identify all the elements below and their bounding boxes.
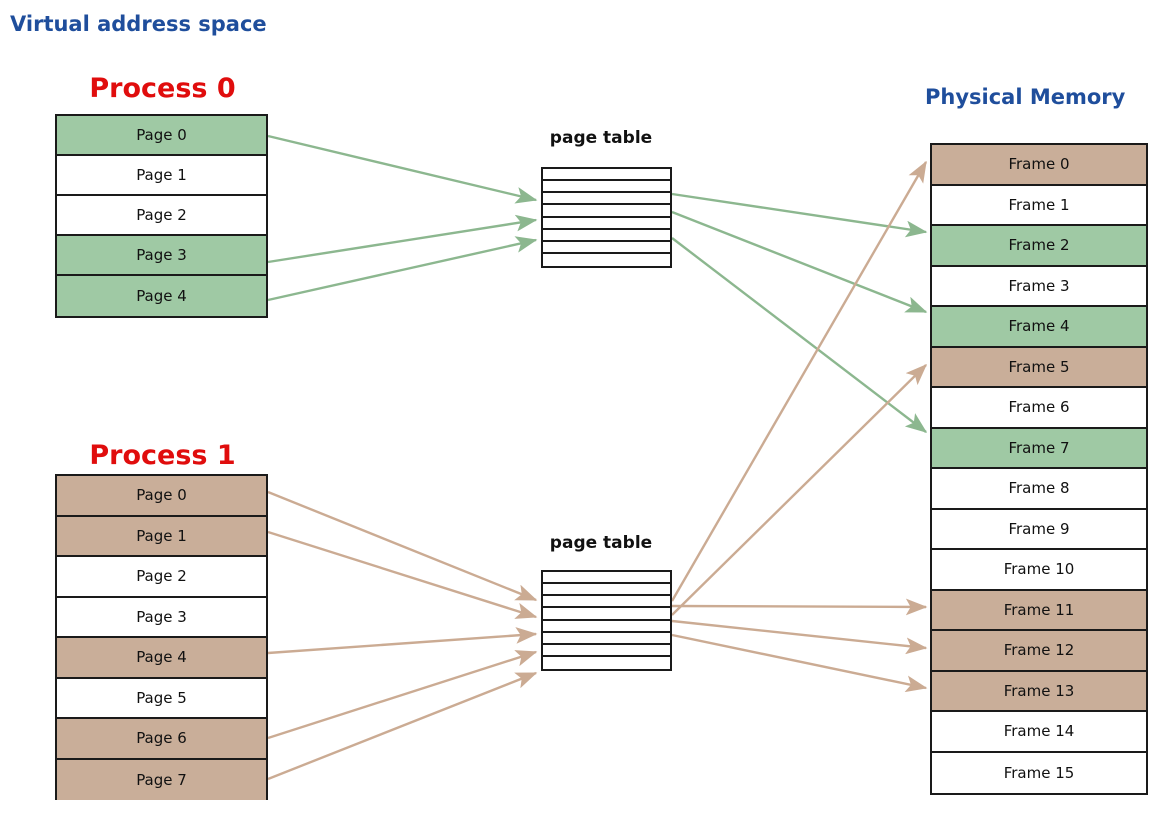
page-table-0-entry-3[interactable] <box>543 205 670 218</box>
process-0-page-row-label: Page 2 <box>136 206 187 224</box>
process-1-page-row-7[interactable]: Page 7 <box>57 759 266 800</box>
physical-frame-row-13[interactable]: Frame 13 <box>932 671 1146 712</box>
process-0-page-row-label: Page 1 <box>136 166 187 184</box>
page-table-0-entry-1[interactable] <box>543 181 670 194</box>
physical-frame-row-label: Frame 2 <box>1008 236 1070 255</box>
process-1-page-row-label: Page 2 <box>136 567 187 586</box>
physical-frame-row-label: Frame 4 <box>1008 317 1070 336</box>
physical-frame-row-label: Frame 1 <box>1008 195 1070 214</box>
page-table-1-entry-7[interactable] <box>543 656 670 669</box>
physical-frame-row-10[interactable]: Frame 10 <box>932 550 1146 591</box>
physical-memory-title: Physical Memory <box>925 85 1126 109</box>
physical-frame-row-2[interactable]: Frame 2 <box>932 226 1146 267</box>
process-0-page-row-3[interactable]: Page 3 <box>57 236 266 276</box>
physical-frame-row-label: Frame 3 <box>1008 276 1070 295</box>
arrows-pagetable1-to-frames <box>670 160 928 693</box>
arrows-process0-to-pagetable <box>267 134 538 302</box>
process-1-page-row-1[interactable]: Page 1 <box>57 516 266 557</box>
physical-frame-row-label: Frame 12 <box>1003 641 1075 660</box>
page-table-1 <box>541 570 672 671</box>
physical-frame-row-9[interactable]: Frame 9 <box>932 509 1146 550</box>
page-table-0-entry-6[interactable] <box>543 241 670 254</box>
physical-frame-row-4[interactable]: Frame 4 <box>932 307 1146 348</box>
page-table-1-entry-5[interactable] <box>543 632 670 645</box>
process-0-page-row-0[interactable]: Page 0 <box>57 116 266 156</box>
physical-frame-row-label: Frame 5 <box>1008 357 1070 376</box>
process-0-page-row-2[interactable]: Page 2 <box>57 196 266 236</box>
virtual-address-space-title: Virtual address space <box>10 12 267 36</box>
page-table-0-label: page table <box>549 128 653 148</box>
page-table-1-label: page table <box>549 533 653 553</box>
physical-frame-row-3[interactable]: Frame 3 <box>932 266 1146 307</box>
physical-memory-list: Frame 0 Frame 1 Frame 2 Frame 3 Frame 4 Frame… <box>930 143 1148 795</box>
process-1-page-row-5[interactable]: Page 5 <box>57 678 266 719</box>
process-1-page-row-label: Page 3 <box>136 607 187 626</box>
page-table-0-entry-2[interactable] <box>543 193 670 206</box>
page-table-1-entry-4[interactable] <box>543 620 670 633</box>
process-0-page-row-label: Page 0 <box>136 126 187 144</box>
arrows-process1-to-pagetable <box>267 490 538 781</box>
page-table-1-entry-1[interactable] <box>543 584 670 597</box>
page-table-1-entry-0[interactable] <box>543 572 670 585</box>
physical-frame-row-label: Frame 7 <box>1008 438 1070 457</box>
physical-frame-row-0[interactable]: Frame 0 <box>932 145 1146 186</box>
physical-frame-row-1[interactable]: Frame 1 <box>932 185 1146 226</box>
physical-frame-row-label: Frame 8 <box>1008 479 1070 498</box>
process-0-page-row-label: Page 4 <box>136 287 187 305</box>
process-1-page-row-label: Page 4 <box>136 648 187 667</box>
page-table-0-entry-0[interactable] <box>543 169 670 182</box>
physical-frame-row-12[interactable]: Frame 12 <box>932 631 1146 672</box>
physical-frame-row-label: Frame 15 <box>1003 763 1075 782</box>
process-1-page-row-2[interactable]: Page 2 <box>57 557 266 598</box>
process-0-page-row-4[interactable]: Page 4 <box>57 276 266 316</box>
physical-frame-row-11[interactable]: Frame 11 <box>932 590 1146 631</box>
arrows-pagetable0-to-frames <box>671 192 928 433</box>
process-1-page-row-label: Page 1 <box>136 526 187 545</box>
page-table-1-entry-6[interactable] <box>543 644 670 657</box>
physical-frame-row-15[interactable]: Frame 15 <box>932 752 1146 793</box>
physical-frame-row-6[interactable]: Frame 6 <box>932 388 1146 429</box>
process-0-page-row-label: Page 3 <box>136 246 187 264</box>
physical-frame-row-label: Frame 0 <box>1008 155 1070 174</box>
physical-frame-row-14[interactable]: Frame 14 <box>932 712 1146 753</box>
physical-frame-row-label: Frame 11 <box>1003 600 1075 619</box>
page-table-0-entry-5[interactable] <box>543 229 670 242</box>
process-1-page-row-label: Page 5 <box>136 688 187 707</box>
page-table-0-entry-4[interactable] <box>543 217 670 230</box>
physical-frame-row-label: Frame 13 <box>1003 681 1075 700</box>
page-table-1-entry-3[interactable] <box>543 608 670 621</box>
page-table-0-entry-7[interactable] <box>543 253 670 266</box>
physical-frame-row-5[interactable]: Frame 5 <box>932 347 1146 388</box>
physical-frame-row-label: Frame 14 <box>1003 722 1075 741</box>
physical-frame-row-7[interactable]: Frame 7 <box>932 428 1146 469</box>
process-1-page-row-0[interactable]: Page 0 <box>57 476 266 517</box>
physical-frame-row-label: Frame 6 <box>1008 398 1070 417</box>
process-1-page-row-label: Page 0 <box>136 486 187 505</box>
page-table-0 <box>541 167 672 268</box>
page-table-1-entry-2[interactable] <box>543 596 670 609</box>
process-1-page-row-label: Page 6 <box>136 729 187 748</box>
process-0-title: Process 0 <box>89 73 236 104</box>
process-1-page-row-3[interactable]: Page 3 <box>57 597 266 638</box>
process-1-page-row-label: Page 7 <box>136 770 187 789</box>
physical-frame-row-label: Frame 9 <box>1008 519 1070 538</box>
physical-frame-row-label: Frame 10 <box>1003 560 1075 579</box>
process-0-page-list: Page 0 Page 1 Page 2 Page 3 Page 4 <box>55 114 268 318</box>
process-1-page-list: Page 0 Page 1 Page 2 Page 3 Page 4 Page 5 Page… <box>55 474 268 800</box>
process-1-page-row-6[interactable]: Page 6 <box>57 719 266 760</box>
process-0-page-row-1[interactable]: Page 1 <box>57 156 266 196</box>
physical-frame-row-8[interactable]: Frame 8 <box>932 469 1146 510</box>
process-1-page-row-4[interactable]: Page 4 <box>57 638 266 679</box>
process-1-title: Process 1 <box>89 440 236 471</box>
